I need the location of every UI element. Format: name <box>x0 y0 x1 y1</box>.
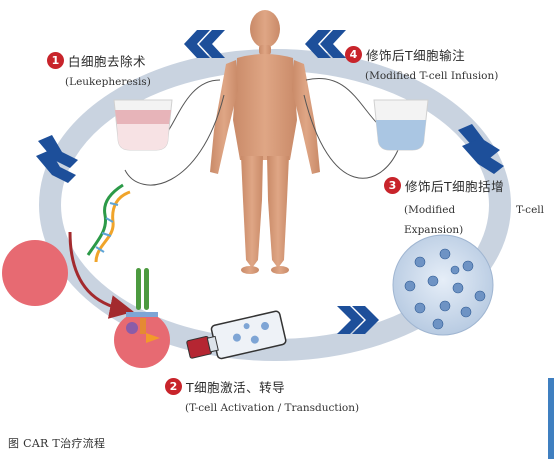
car-receptor-icon <box>126 268 160 343</box>
edge-decoration <box>548 378 554 459</box>
chevron-right-icon <box>337 306 379 334</box>
step-title-zh: 修饰后T细胞输注 <box>366 48 466 63</box>
cell-culture-dish-icon <box>392 234 494 336</box>
tube-line-right <box>305 77 385 131</box>
step-3-expansion: 3 修饰后T细胞括增 (Modified T-cell Expansion) <box>384 175 544 240</box>
step-title-en: (Modified T-cell Infusion) <box>365 70 499 82</box>
step-number-badge: 2 <box>165 378 182 395</box>
figure-caption: 图 CAR T治疗流程 <box>8 437 106 450</box>
chevron-down-left-icon <box>36 135 78 183</box>
step-number-badge: 3 <box>384 177 401 194</box>
step-4-infusion: 4 修饰后T细胞输注 (Modified T-cell Infusion) <box>345 44 498 82</box>
step-1-leukapheresis: 1 白细胞去除术 (Leukepheresis) <box>47 50 151 88</box>
cell-bag-icon <box>373 99 429 151</box>
chevron-left-icon <box>305 30 346 58</box>
step-2-activation-transduction: 2 T细胞激活、转导 (T-cell Activation / Transduct… <box>165 376 359 414</box>
step-number-badge: 4 <box>345 46 362 63</box>
tube-line-left-2 <box>124 94 225 186</box>
tube-line-right-2 <box>303 94 399 179</box>
chevron-left-icon <box>184 30 225 58</box>
step-title-zh: 白细胞去除术 <box>68 54 147 69</box>
insertion-arrow-icon <box>68 231 134 319</box>
step-title-en: (Leukepheresis) <box>65 76 151 88</box>
step-title-en: (Modified T-cell Expansion) <box>404 200 544 240</box>
step-title-zh: T细胞激活、转导 <box>186 380 286 395</box>
step-title-zh: 修饰后T细胞括增 <box>405 179 505 194</box>
human-body-icon <box>210 10 320 274</box>
step-title-en: (T-cell Activation / Transduction) <box>185 402 360 414</box>
chevron-down-right-icon <box>458 124 504 174</box>
step-title-en-part: (Modified <box>404 204 456 216</box>
step-title-en-part: T-cell <box>515 204 544 216</box>
red-cell-icon <box>2 240 68 306</box>
culture-flask-icon <box>186 310 287 360</box>
step-number-badge: 1 <box>47 52 64 69</box>
blood-bag-icon <box>113 99 173 151</box>
dna-icon <box>86 183 131 263</box>
step-title-en-line2: Expansion) <box>404 224 464 236</box>
